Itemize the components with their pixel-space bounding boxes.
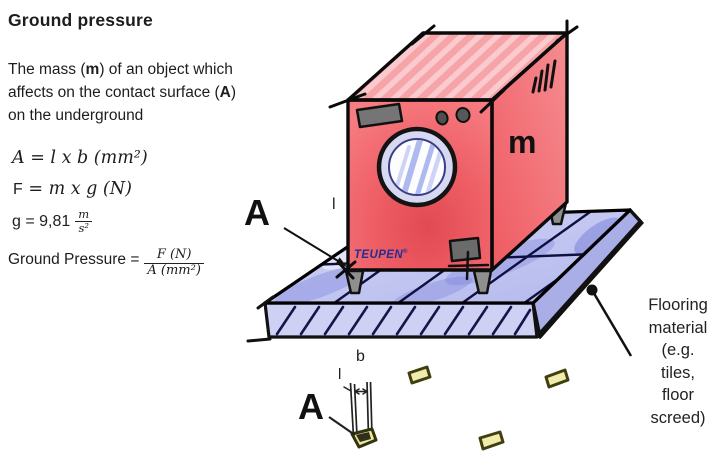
contact-area-label-machine: A [244, 192, 270, 233]
front-face-hatching [275, 305, 532, 336]
pressure-lhs: Ground Pressure = [8, 251, 140, 269]
platform-right-edge [535, 219, 645, 339]
brand-logo: TEUPEN® [354, 249, 408, 261]
fraction-numerator: m [75, 207, 93, 223]
machine-vent [448, 236, 482, 263]
brand-name: TEUPEN [354, 249, 404, 261]
door-glass-streaks [395, 140, 444, 194]
intro-part: The mass ( [8, 61, 86, 78]
machine-knob [435, 110, 449, 126]
foot-contact-patch-shadow [356, 432, 371, 442]
tally-marks [531, 59, 557, 94]
machine-top-stripes [350, 33, 559, 100]
foot-detail-drawing [328, 381, 378, 449]
machine-front-outline [346, 98, 494, 272]
platform-front-face [263, 301, 539, 339]
washing-machine [328, 19, 579, 295]
leader-line-foot-detail [328, 416, 356, 436]
contact-area-label-detail: A [298, 386, 324, 427]
detergent-drawer [355, 102, 404, 129]
flooring-note-line: (e.g. [661, 341, 695, 359]
length-label-detail: l [338, 366, 342, 383]
machine-knob [455, 107, 471, 123]
length-label-machine: l [332, 196, 336, 213]
flooring-note: Flooring material (e.g. tiles, floor scr… [634, 294, 720, 429]
pressure-fraction: F (N)A (mm²) [144, 247, 204, 279]
force-symbol: F [13, 181, 23, 198]
fraction-denominator: A (mm²) [147, 262, 201, 278]
mass-symbol: m [85, 61, 100, 78]
leader-line-flooring [586, 284, 633, 357]
flooring-note-line: tiles, [661, 363, 695, 382]
machine-top-face [348, 33, 567, 100]
intro-text: The mass (m) of an object which affects … [8, 58, 248, 127]
footprint-marks [407, 365, 570, 451]
fraction-denominator: s² [78, 221, 89, 236]
intro-part: ) of an object which affects on the cont… [8, 61, 233, 101]
formula-ground-pressure: Ground Pressure =F (N)A (mm²) [8, 247, 204, 279]
flooring-note-line: Flooring [648, 296, 708, 314]
flooring-note-line: floor [661, 386, 695, 404]
mass-label: m [508, 124, 537, 160]
area-symbol: A [219, 84, 231, 101]
force-expression: = m x g (N) [22, 179, 132, 199]
formula-area: A = l x b (mm²) [12, 148, 148, 168]
flooring-note-line: screed) [650, 408, 706, 427]
gravity-value: g = 9,81 [12, 212, 71, 230]
platform-overshoots [246, 295, 275, 343]
machine-door [376, 126, 458, 208]
fraction-numerator: F (N) [144, 247, 204, 264]
vent-dimension-mark [447, 250, 490, 281]
formula-force: F = m x g (N) [13, 179, 132, 199]
page-title: Ground pressure [8, 10, 153, 30]
machine-foot-right [472, 269, 493, 295]
intro-part: ) on the underground [8, 84, 237, 124]
registered-trademark-symbol: ® [403, 249, 408, 256]
flooring-note-line: material [648, 318, 708, 337]
machine-side-face [492, 33, 567, 270]
width-label-detail: b [356, 348, 365, 365]
leader-line-contact-area [283, 227, 347, 267]
width-dimension-arrow [343, 386, 368, 395]
